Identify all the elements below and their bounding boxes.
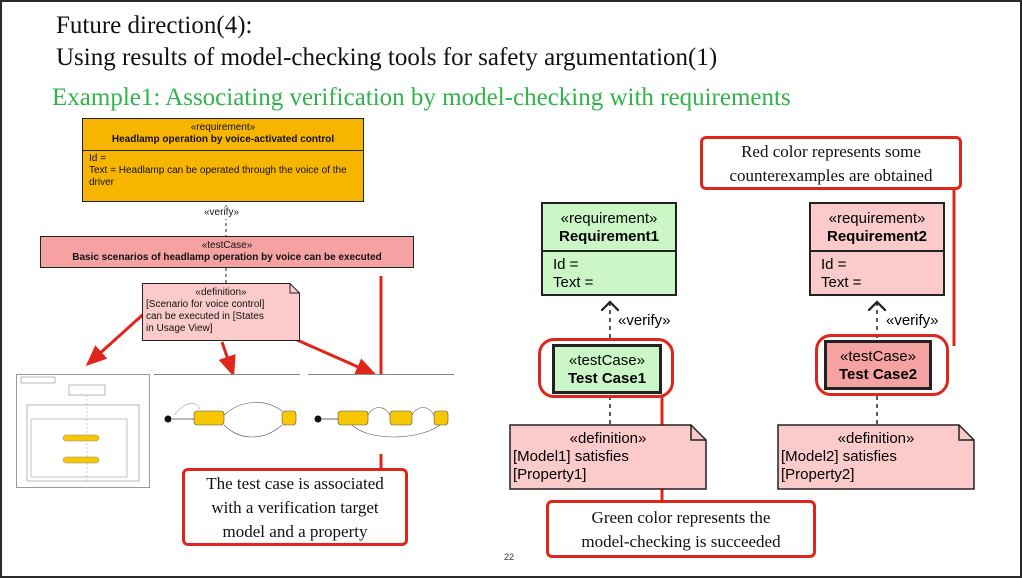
test-case-association-callout: The test case is associated with a verif… [182,468,408,546]
slide-title-line1: Future direction(4): [56,12,253,39]
req1-id: Id = [553,256,579,273]
definition-line2: can be executed in [States [146,311,264,322]
def1-stereotype: «definition» [569,430,647,447]
req2-id: Id = [821,256,847,273]
req2-name: Requirement2 [826,228,928,245]
test-case1-block: «testCase» Test Case1 [552,344,662,394]
page-number: 22 [504,552,515,562]
tc2-highlight-ring [815,334,949,396]
def1-line2: [Property1] [513,466,587,483]
red-arrow-right [287,334,377,376]
testcase-stereotype: «testCase» [201,240,253,251]
req1-stereotype: «requirement» [560,210,658,227]
verify1-label: «verify» [618,312,671,329]
red-color-note: Red color represents some counterexample… [700,136,962,190]
callout-line2: with a verification target [211,498,379,517]
definition-stereotype: «definition» [195,287,247,298]
verify2-label: «verify» [886,312,939,329]
callout-line1: The test case is associated [206,474,384,493]
green-note-line1: Green color represents the [591,508,771,527]
req2-text: Text = [821,274,862,291]
callout-line3: model and a property [222,522,368,541]
red-note-line2: counterexamples are obtained [729,166,933,185]
requirement-stereotype: «requirement» [190,122,256,133]
state-machine-thumbnail-1 [154,374,300,454]
red-arrow-mid [218,341,236,377]
tc1-stereotype: «testCase» [569,352,645,369]
slide-title-line2: Using results of model-checking tools fo… [56,44,718,71]
req2-stereotype: «requirement» [828,210,926,227]
green-note-line2: model-checking is succeeded [581,532,781,551]
tc1-name: Test Case1 [567,370,647,387]
definition2-note: «definition» [Model2] satisfies [Propert… [777,424,975,490]
state-machine-thumbnail-2 [308,374,454,454]
def1-line1: [Model1] satisfies [513,448,629,465]
def2-stereotype: «definition» [837,430,915,447]
req1-name: Requirement1 [558,228,660,245]
slide-subtitle: Example1: Associating verification by mo… [52,84,791,111]
test-case2-block: «testCase» Test Case2 [824,340,932,390]
red-note-line1: Red color represents some [741,142,921,161]
definition-line3: in Usage View] [146,323,213,334]
sequence-diagram-thumbnail [20,376,140,483]
tc2-name: Test Case2 [838,366,918,383]
left-verify-label: «verify» [204,207,240,219]
testcase-name: Basic scenarios of headlamp operation by… [72,252,382,263]
requirement1-block: «requirement» Requirement1 Id = Text = [541,202,677,296]
requirement2-block: «requirement» Requirement2 Id = Text = [809,202,945,296]
req1-text: Text = [553,274,594,291]
tc2-stereotype: «testCase» [840,348,916,365]
property-thumbnail [16,374,150,488]
green-color-note: Green color represents the model-checkin… [546,500,816,558]
definition1-note: «definition» [Model1] satisfies [Propert… [509,424,707,490]
red-arrow-left [85,308,150,367]
headlamp-requirement-block: «requirement» Headlamp operation by voic… [82,118,364,202]
requirement-id: Id = [89,153,106,164]
tc1-highlight-ring [538,338,674,398]
def2-line1: [Model2] satisfies [781,448,897,465]
def2-line2: [Property2] [781,466,855,483]
scenario-definition-note: «definition» [Scenario for voice control… [142,283,300,341]
definition-line1: [Scenario for voice control] [146,299,265,310]
requirement-name: Headlamp operation by voice-activated co… [111,134,335,145]
requirement-text: Text = Headlamp can be operated through … [89,165,347,188]
basic-scenarios-testcase: «testCase» Basic scenarios of headlamp o… [40,236,414,268]
